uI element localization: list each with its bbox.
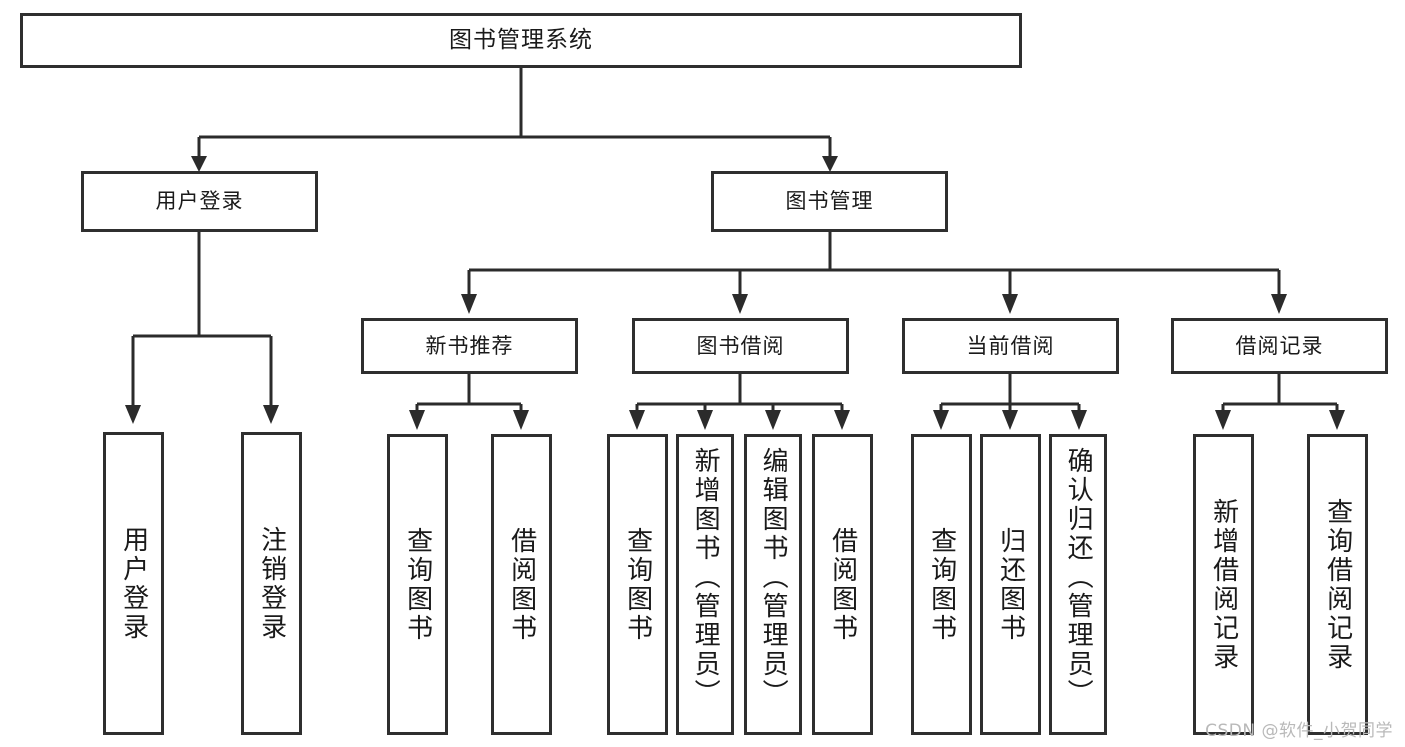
connector-new-book-recommend-children: [409, 374, 529, 430]
node-leaf-add-record[interactable]: 新增借阅记录: [1193, 434, 1254, 735]
node-leaf-borrow-book-2[interactable]: 借阅图书: [812, 434, 873, 735]
node-root-label: 图书管理系统: [449, 27, 593, 54]
node-root[interactable]: 图书管理系统: [20, 13, 1022, 68]
node-leaf-user-login-label: 用户登录: [118, 525, 149, 642]
node-new-book-recommend[interactable]: 新书推荐: [361, 318, 578, 374]
node-leaf-confirm-return[interactable]: 确认归还（管理员）: [1049, 434, 1107, 735]
node-leaf-borrow-book-1[interactable]: 借阅图书: [491, 434, 552, 735]
node-leaf-add-book[interactable]: 新增图书（管理员）: [676, 434, 734, 735]
node-leaf-borrow-book-1-label: 借阅图书: [506, 526, 537, 643]
node-leaf-confirm-return-label: 确认归还（管理员）: [1063, 447, 1094, 708]
node-leaf-user-login[interactable]: 用户登录: [103, 432, 164, 735]
connector-book-borrow-children: [629, 374, 850, 430]
node-current-borrow-label: 当前借阅: [966, 333, 1055, 358]
node-leaf-user-logout[interactable]: 注销登录: [241, 432, 302, 735]
node-leaf-query-book-1-label: 查询图书: [402, 526, 433, 643]
node-leaf-return-book-label: 归还图书: [995, 526, 1026, 643]
node-leaf-add-record-label: 新增借阅记录: [1208, 497, 1239, 672]
node-leaf-query-book-3-label: 查询图书: [926, 526, 957, 643]
connector-borrow-record-children: [1215, 374, 1345, 430]
connector-current-borrow-children: [933, 374, 1087, 430]
node-leaf-query-book-1[interactable]: 查询图书: [387, 434, 448, 735]
connector-root-trunk: [191, 68, 838, 172]
node-leaf-query-book-2[interactable]: 查询图书: [607, 434, 668, 735]
node-user-login[interactable]: 用户登录: [81, 171, 318, 232]
node-book-borrow-label: 图书借阅: [696, 333, 785, 358]
node-leaf-edit-book[interactable]: 编辑图书（管理员）: [744, 434, 802, 735]
node-leaf-query-book-2-label: 查询图书: [622, 526, 653, 643]
node-borrow-record-label: 借阅记录: [1235, 333, 1324, 358]
node-new-book-recommend-label: 新书推荐: [425, 333, 514, 358]
node-leaf-borrow-book-2-label: 借阅图书: [827, 526, 858, 643]
node-book-manage[interactable]: 图书管理: [711, 171, 948, 232]
node-book-borrow[interactable]: 图书借阅: [632, 318, 849, 374]
connector-user-login-children: [125, 232, 279, 424]
connector-book-manage-children: [461, 232, 1287, 314]
node-current-borrow[interactable]: 当前借阅: [902, 318, 1119, 374]
node-leaf-user-logout-label: 注销登录: [256, 525, 287, 642]
node-leaf-add-book-label: 新增图书（管理员）: [690, 447, 721, 708]
watermark: CSDN @软件_小贺同学: [1205, 721, 1393, 741]
node-user-login-label: 用户登录: [155, 189, 244, 214]
node-book-manage-label: 图书管理: [785, 189, 874, 214]
node-leaf-return-book[interactable]: 归还图书: [980, 434, 1041, 735]
node-borrow-record[interactable]: 借阅记录: [1171, 318, 1388, 374]
node-leaf-query-record-label: 查询借阅记录: [1322, 497, 1353, 672]
node-leaf-edit-book-label: 编辑图书（管理员）: [758, 447, 789, 708]
node-leaf-query-record[interactable]: 查询借阅记录: [1307, 434, 1368, 735]
node-leaf-query-book-3[interactable]: 查询图书: [911, 434, 972, 735]
